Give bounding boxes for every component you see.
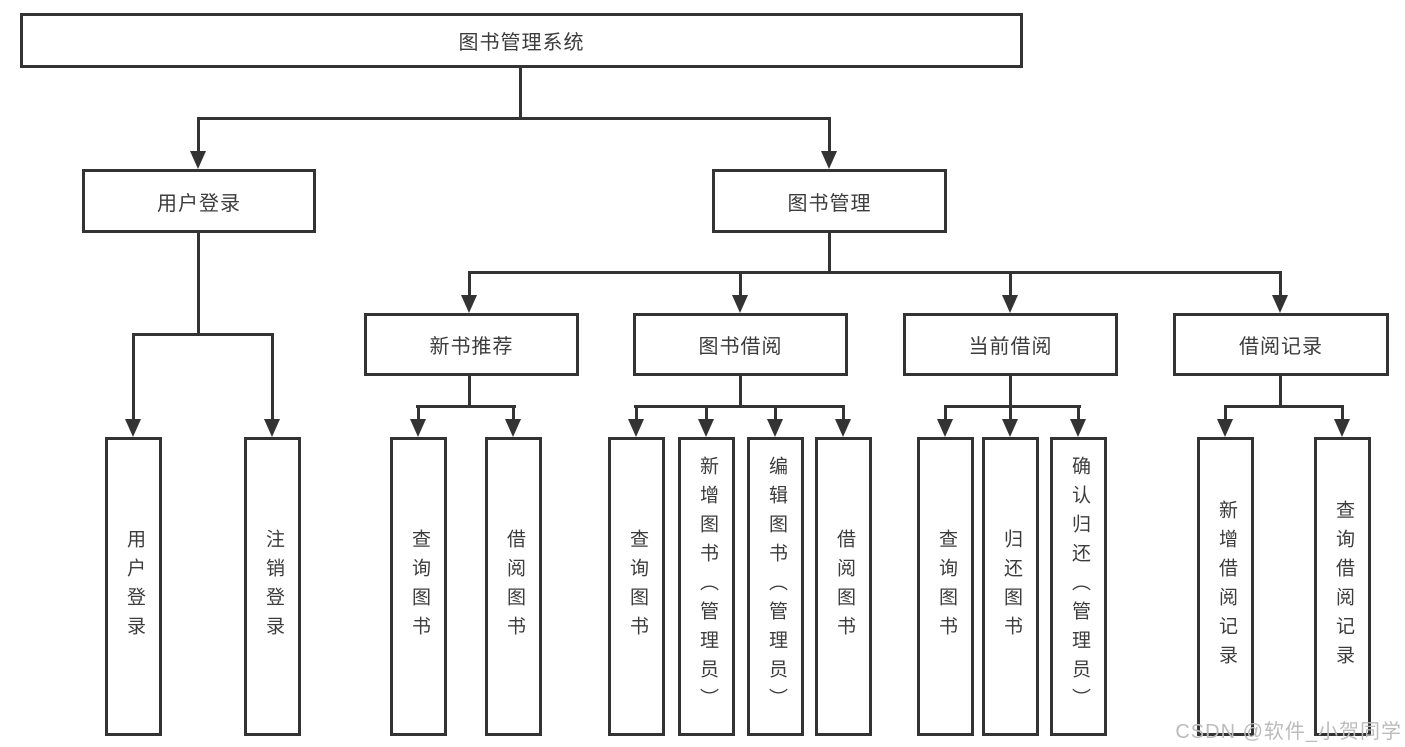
arrow-down-icon (628, 419, 644, 437)
connector-recommend-split (416, 405, 516, 408)
connector-records-stem (1279, 376, 1282, 408)
node-logout-action: 注销登录 (244, 437, 301, 736)
arrow-down-icon (1002, 295, 1018, 313)
node-edit-book-admin: 编辑图书（管理员） (747, 437, 804, 736)
connector-to-current-borrow (1009, 271, 1012, 297)
arrow-down-icon (732, 295, 748, 313)
arrow-down-icon (937, 419, 953, 437)
node-logout-action-label: 注销登录 (262, 528, 284, 645)
arrow-down-icon (461, 295, 477, 313)
connector-to-book-management (828, 117, 831, 154)
node-book-management: 图书管理 (712, 169, 947, 233)
connector-to-new-book-recommend (468, 271, 471, 297)
node-borrow-records: 借阅记录 (1173, 313, 1389, 376)
connector-book-management-stem (828, 233, 831, 274)
connector-root-stem (519, 68, 522, 118)
connector-leaf (774, 405, 777, 422)
arrow-down-icon (410, 419, 426, 437)
connector-to-user-login (197, 117, 200, 154)
node-root: 图书管理系统 (20, 13, 1023, 68)
node-recommend-borrow-books: 借阅图书 (485, 437, 542, 736)
node-borrow-query-books: 查询图书 (608, 437, 665, 736)
node-borrow-borrow-books-label: 借阅图书 (833, 528, 855, 645)
connector-leaf (417, 405, 420, 422)
connector-leaf (944, 405, 947, 422)
connector-borrow-split (634, 405, 845, 408)
node-recommend-query-books-label: 查询图书 (408, 528, 430, 645)
connector-recommend-stem (468, 376, 471, 408)
watermark: CSDN @软件_小贺同学 (1175, 721, 1402, 743)
arrow-down-icon (190, 151, 206, 169)
arrow-down-icon (505, 419, 521, 437)
connector-to-book-borrow (739, 271, 742, 297)
connector-leaf (512, 405, 515, 422)
connector-leaf (1009, 405, 1012, 422)
arrow-down-icon (1002, 419, 1018, 437)
node-recommend-borrow-books-label: 借阅图书 (503, 528, 525, 645)
node-query-borrow-record-label: 查询借阅记录 (1332, 499, 1354, 674)
node-book-borrow-label: 图书借阅 (698, 336, 783, 358)
connector-leaf (1224, 405, 1227, 422)
arrow-down-icon (767, 419, 783, 437)
connector-leaf (635, 405, 638, 422)
node-user-login: 用户登录 (82, 169, 316, 233)
node-current-borrow-label: 当前借阅 (968, 336, 1053, 358)
node-query-borrow-record: 查询借阅记录 (1314, 437, 1371, 736)
connector-user-login-stem (197, 233, 200, 336)
node-borrow-records-label: 借阅记录 (1239, 336, 1323, 358)
connector-leaf (1341, 405, 1344, 422)
node-user-login-label: 用户登录 (157, 192, 241, 215)
arrow-down-icon (698, 419, 714, 437)
node-new-book-recommend: 新书推荐 (364, 313, 579, 376)
arrow-down-icon (1217, 419, 1233, 437)
node-recommend-query-books: 查询图书 (390, 437, 447, 736)
node-return-book: 归还图书 (982, 437, 1039, 736)
arrow-down-icon (264, 419, 280, 437)
node-book-management-label: 图书管理 (787, 192, 872, 215)
node-current-query-books-label: 查询图书 (935, 528, 957, 645)
arrow-down-icon (1070, 419, 1086, 437)
connector-leaf (842, 405, 845, 422)
node-login-action: 用户登录 (105, 437, 162, 736)
connector-to-borrow-records (1279, 271, 1282, 297)
node-add-book-admin: 新增图书（管理员） (678, 437, 735, 736)
node-edit-book-admin-label: 编辑图书（管理员） (765, 456, 787, 717)
connector-book-management-split (468, 271, 1282, 274)
connector-leaf (705, 405, 708, 422)
node-confirm-return-admin-label: 确认归还（管理员） (1068, 456, 1090, 717)
connector-leaf (1077, 405, 1080, 422)
arrow-down-icon (835, 419, 851, 437)
node-login-action-label: 用户登录 (123, 528, 145, 645)
arrow-down-icon (1334, 419, 1350, 437)
node-borrow-query-books-label: 查询图书 (626, 528, 648, 645)
node-confirm-return-admin: 确认归还（管理员） (1050, 437, 1107, 736)
node-current-borrow: 当前借阅 (903, 313, 1118, 376)
connector-to-login-action (132, 333, 135, 422)
connector-borrow-stem (739, 376, 742, 408)
node-add-borrow-record: 新增借阅记录 (1197, 437, 1254, 736)
node-root-label: 图书管理系统 (458, 32, 585, 54)
connector-current-split (944, 405, 1081, 408)
node-borrow-borrow-books: 借阅图书 (815, 437, 872, 736)
node-book-borrow: 图书借阅 (633, 313, 848, 376)
connector-user-login-split (132, 333, 274, 336)
node-current-query-books: 查询图书 (917, 437, 974, 736)
connector-root-split (197, 117, 831, 120)
node-add-borrow-record-label: 新增借阅记录 (1215, 499, 1237, 674)
connector-records-split (1224, 405, 1344, 408)
node-new-book-recommend-label: 新书推荐 (429, 336, 514, 358)
arrow-down-icon (821, 151, 837, 169)
connector-current-stem (1009, 376, 1012, 408)
node-add-book-admin-label: 新增图书（管理员） (696, 456, 718, 717)
arrow-down-icon (1272, 295, 1288, 313)
node-return-book-label: 归还图书 (1000, 528, 1022, 645)
arrow-down-icon (125, 419, 141, 437)
connector-to-logout-action (271, 333, 274, 422)
